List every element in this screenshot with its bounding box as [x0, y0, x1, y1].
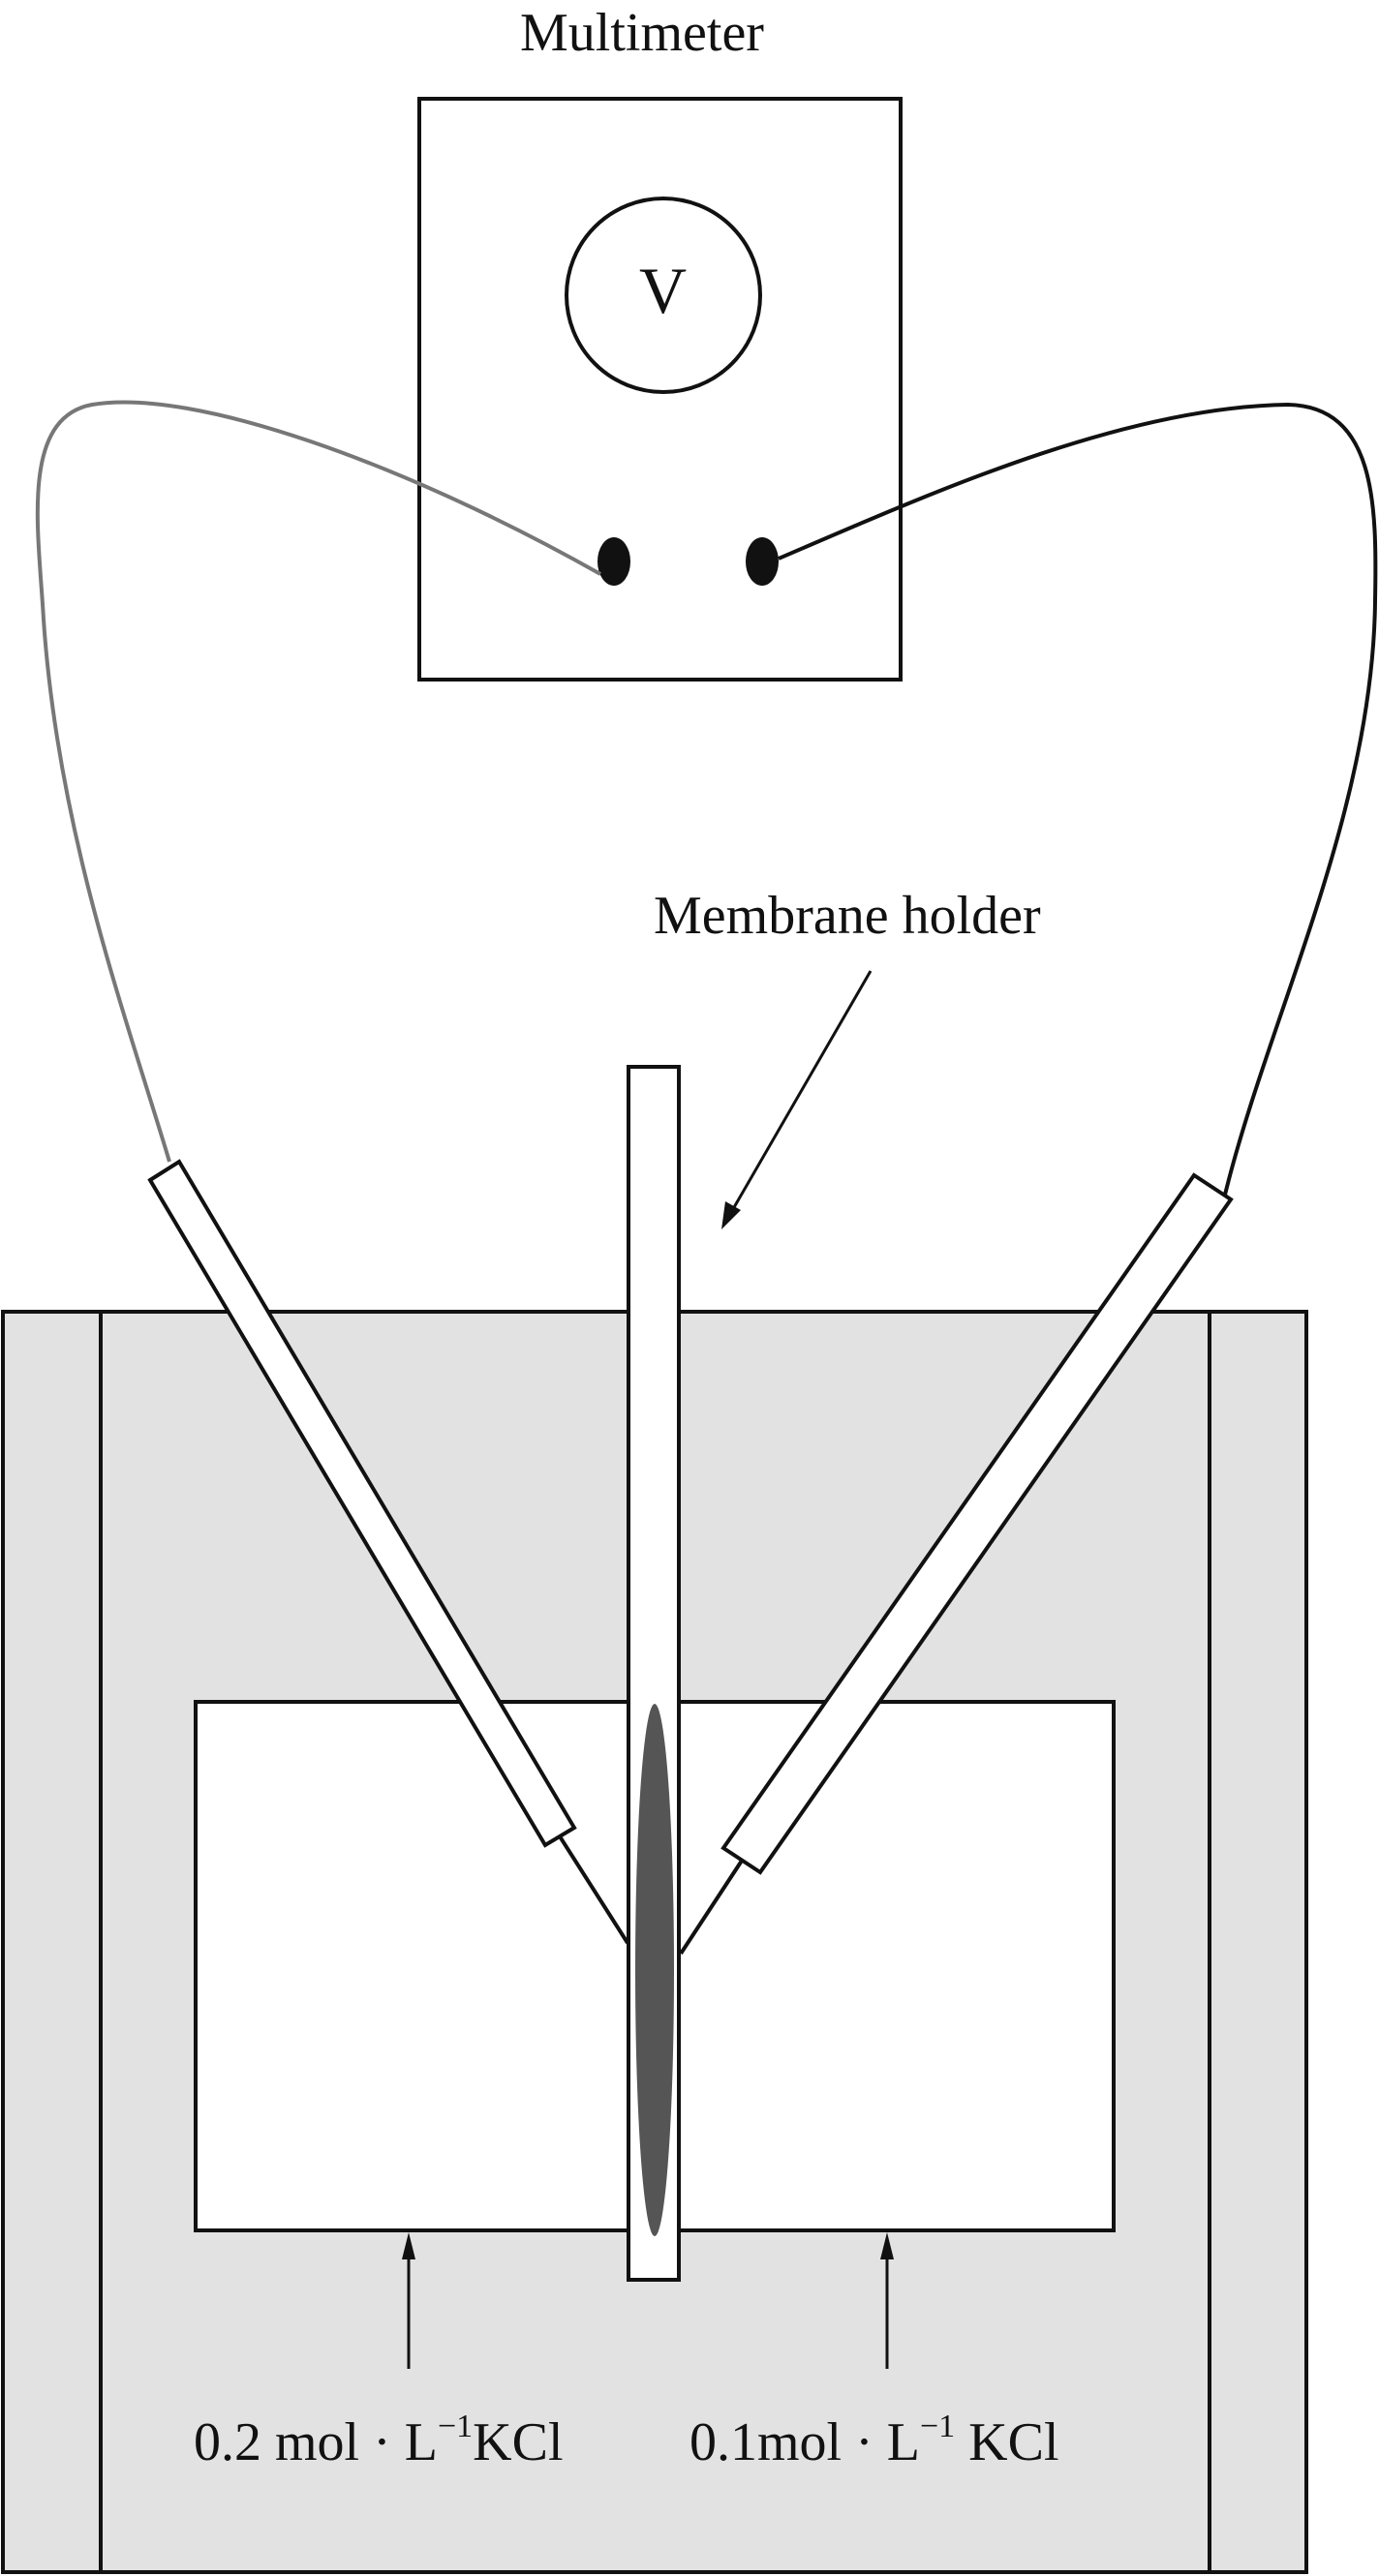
membrane-holder-label: Membrane holder	[654, 886, 1041, 946]
right-terminal	[746, 537, 779, 586]
voltmeter-symbol: V	[639, 254, 688, 327]
left-electrode	[147, 1159, 629, 1945]
right-solution-arrowhead	[880, 2232, 894, 2259]
membrane-holder-pointer	[724, 970, 873, 1222]
right-solution-exponent: −1	[919, 2409, 956, 2444]
right-wire	[778, 402, 1378, 1196]
right-solution-prefix: 0.1mol · L	[690, 2412, 920, 2472]
left-wire	[35, 400, 601, 1163]
right-electrode	[679, 1172, 1234, 1955]
left-solution-exponent: −1	[437, 2409, 474, 2444]
membrane	[635, 1704, 674, 2236]
left-solution-prefix: 0.2 mol · L	[194, 2412, 438, 2472]
right-solution-label: 0.1mol · L−1 KCl	[690, 2410, 1059, 2472]
left-solution-arrowhead	[402, 2232, 415, 2259]
membrane-holder-arrowhead	[721, 1201, 741, 1229]
right-solution-suffix: KCl	[955, 2412, 1059, 2472]
voltmeter-dial	[565, 197, 762, 394]
left-terminal	[598, 537, 630, 586]
left-solution-suffix: KCl	[473, 2412, 564, 2472]
left-solution-label: 0.2 mol · L−1KCl	[194, 2410, 564, 2472]
multimeter-label: Multimeter	[520, 3, 764, 63]
